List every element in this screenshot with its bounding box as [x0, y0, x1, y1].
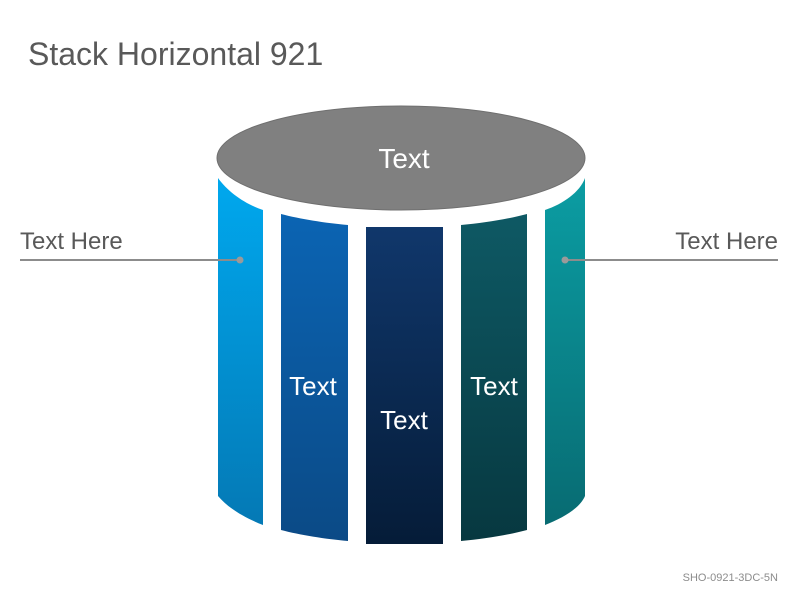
- right-connector-dot: [561, 256, 569, 264]
- segment-5: [545, 178, 585, 525]
- top-ellipse: [216, 105, 586, 211]
- right-side-label: Text Here: [675, 228, 778, 255]
- left-side-label: Text Here: [20, 228, 123, 255]
- segment-2-label: Text: [289, 371, 337, 401]
- segment-1: [218, 178, 263, 525]
- segment-3: [366, 227, 443, 544]
- top-ellipse-label: Text: [378, 143, 430, 174]
- footer-code: SHO-0921-3DC-5N: [682, 572, 778, 584]
- left-connector-dot: [236, 256, 244, 264]
- segment-3-label: Text: [380, 405, 428, 435]
- segment-4: [461, 214, 527, 541]
- page-title: Stack Horizontal 921: [28, 36, 324, 72]
- segment-2: [281, 214, 348, 541]
- segment-4-label: Text: [470, 371, 518, 401]
